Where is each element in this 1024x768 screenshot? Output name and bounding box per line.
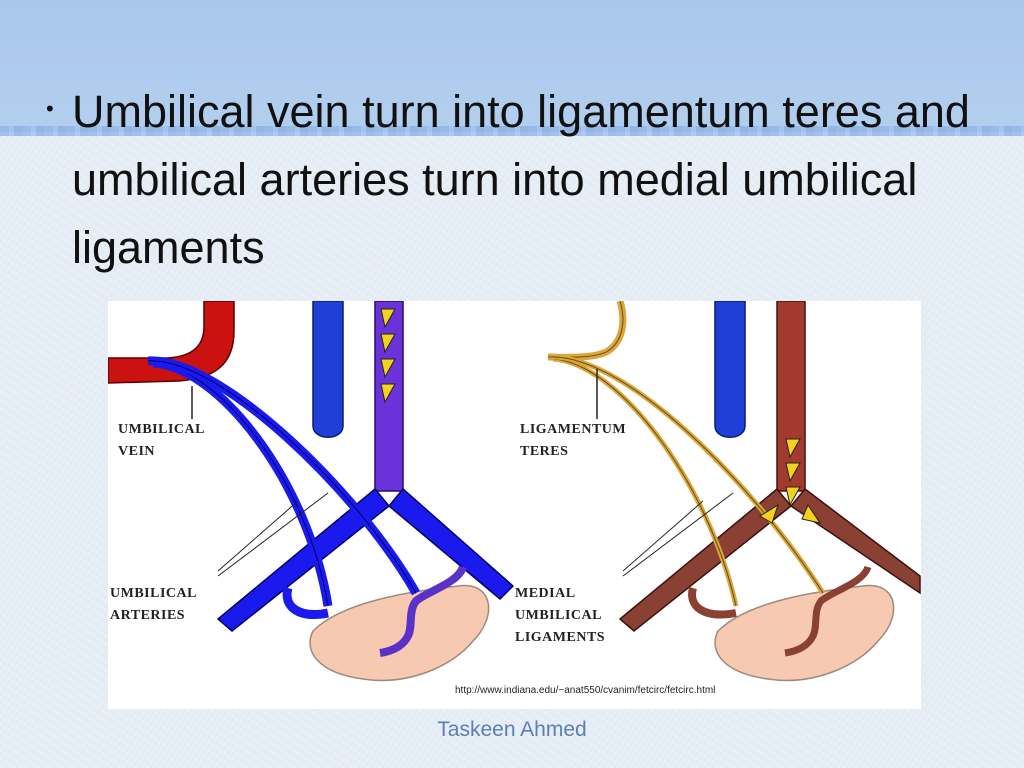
flow-arrow bbox=[801, 503, 822, 524]
artery-curl-right bbox=[379, 565, 467, 657]
source-url: http://www.indiana.edu/~anat550/cvanim/f… bbox=[455, 685, 716, 696]
flow-arrows-right bbox=[759, 438, 822, 524]
artery-curl-left bbox=[282, 586, 329, 619]
flow-arrow bbox=[785, 486, 801, 507]
bladder-right bbox=[714, 584, 895, 682]
header-band bbox=[0, 0, 1024, 132]
ligamentum-teres bbox=[547, 301, 627, 361]
diagram-svg bbox=[108, 301, 921, 682]
flow-arrows-left bbox=[380, 308, 396, 404]
medial-leader-line-2 bbox=[622, 492, 734, 577]
label-ligamentum-teres: LIGAMENTUM TERES bbox=[520, 422, 627, 459]
ligament-curl-right bbox=[784, 565, 872, 657]
flow-arrow bbox=[380, 358, 396, 379]
iliac-branch-left-right bbox=[387, 487, 515, 601]
left-panel bbox=[108, 301, 515, 682]
aorta-left bbox=[374, 301, 404, 492]
umbilical-artery-2-edge bbox=[147, 360, 417, 594]
flow-arrow bbox=[380, 308, 396, 329]
bullet-text: Umbilical vein turn into ligamentum tere… bbox=[72, 86, 970, 273]
iliac-branch-right-left bbox=[618, 487, 793, 632]
ligament-curl-left bbox=[688, 586, 737, 619]
umbilical-vein bbox=[108, 301, 235, 384]
fetal-circulation-figure: UMBILICAL VEIN UMBILICAL ARTERIES LIGAME… bbox=[108, 301, 921, 709]
iliac-branch-left-left bbox=[216, 487, 391, 632]
vena-cava-left bbox=[312, 301, 344, 438]
artery-leader-line-1 bbox=[217, 500, 299, 572]
vena-cava-right bbox=[714, 301, 746, 438]
medial-leader-line-1 bbox=[622, 500, 704, 572]
artery-leader-line-2 bbox=[217, 492, 329, 577]
label-umbilical-vein: UMBILICAL VEIN bbox=[118, 422, 205, 459]
medial-ligament-1-edge bbox=[552, 358, 737, 607]
bladder-left bbox=[309, 584, 490, 682]
right-panel bbox=[547, 301, 921, 682]
iliac-branch-right-right bbox=[789, 487, 921, 595]
flow-arrow bbox=[785, 462, 801, 483]
footer-author: Taskeen Ahmed bbox=[437, 718, 587, 741]
medial-ligament-2-edge bbox=[547, 356, 824, 594]
flow-arrow bbox=[759, 503, 779, 524]
header-band-edge bbox=[0, 126, 1024, 136]
bullet-marker: • bbox=[46, 96, 54, 121]
flow-arrow bbox=[380, 383, 396, 404]
label-umbilical-arteries: UMBILICAL ARTERIES bbox=[110, 586, 197, 623]
label-medial-umbilical-ligaments: MEDIAL UMBILICAL LIGAMENTS bbox=[515, 586, 606, 645]
flow-arrow bbox=[380, 333, 396, 354]
flow-arrow bbox=[785, 438, 801, 459]
